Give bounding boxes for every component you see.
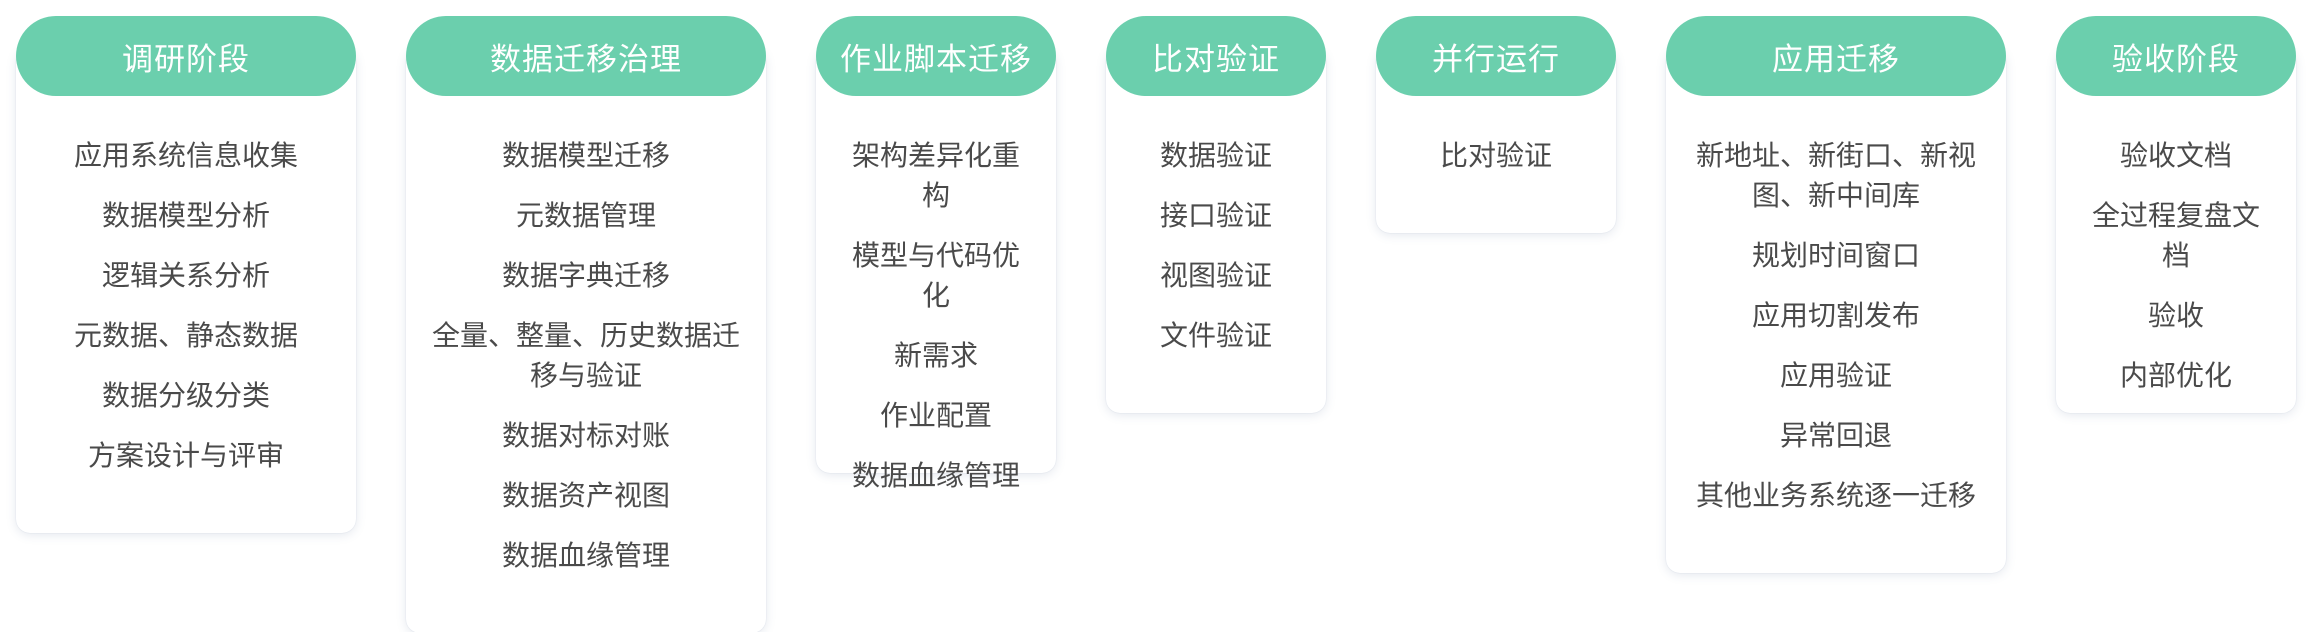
phase-task-item: 数据血缘管理 <box>501 539 670 572</box>
phase-task-item: 模型与代码优化 <box>851 239 1020 312</box>
phase-task-item: 逻辑关系分析 <box>101 259 270 292</box>
phase-task-list: 数据模型迁移元数据管理数据字典迁移全量、整量、历史数据迁移与验证数据对标对账数据… <box>406 136 766 596</box>
phase-task-item: 数据血缘管理 <box>851 459 1020 492</box>
phase-task-list: 验收文档全过程复盘文档验收内部优化 <box>2056 136 2296 416</box>
phase-task-item: 数据模型分析 <box>101 199 270 232</box>
phase-task-item: 元数据管理 <box>515 199 656 232</box>
phase-task-item: 数据对标对账 <box>501 419 670 452</box>
phase-task-item: 作业配置 <box>879 399 992 432</box>
phase-task-item: 应用系统信息收集 <box>73 139 298 172</box>
phase-task-item: 数据验证 <box>1159 139 1272 172</box>
phase-task-item: 全量、整量、历史数据迁移与验证 <box>432 319 741 392</box>
phase-task-list: 新地址、新街口、新视图、新中间库规划时间窗口应用切割发布应用验证异常回退其他业务… <box>1666 136 2006 536</box>
phase-task-list: 数据验证接口验证视图验证文件验证 <box>1106 136 1326 376</box>
phase-task-item: 文件验证 <box>1159 319 1272 352</box>
phase-task-item: 视图验证 <box>1159 259 1272 292</box>
phase-task-item: 元数据、静态数据 <box>73 319 298 352</box>
phase-header: 验收阶段 <box>2056 16 2296 96</box>
phase-header: 调研阶段 <box>16 16 356 96</box>
phase-task-item: 数据分级分类 <box>101 379 270 412</box>
phase-task-item: 内部优化 <box>2119 359 2232 392</box>
phase-task-item: 应用切割发布 <box>1751 299 1920 332</box>
phase-card <box>406 48 766 632</box>
phase-task-item: 新需求 <box>893 339 978 372</box>
phase-header: 比对验证 <box>1106 16 1326 96</box>
phase-task-item: 应用验证 <box>1779 359 1892 392</box>
phase-task-item: 数据模型迁移 <box>501 139 670 172</box>
phase-task-list: 比对验证 <box>1376 136 1616 196</box>
phase-header: 数据迁移治理 <box>406 16 766 96</box>
phase-card <box>1666 48 2006 573</box>
phase-task-item: 其他业务系统逐一迁移 <box>1695 479 1976 512</box>
phase-task-list: 架构差异化重构模型与代码优化新需求作业配置数据血缘管理 <box>816 136 1056 516</box>
phase-task-list: 应用系统信息收集数据模型分析逻辑关系分析元数据、静态数据数据分级分类方案设计与评… <box>16 136 356 496</box>
phase-task-item: 数据资产视图 <box>501 479 670 512</box>
phase-task-item: 比对验证 <box>1439 139 1552 172</box>
phase-card <box>1106 48 1326 413</box>
phase-task-item: 数据字典迁移 <box>501 259 670 292</box>
phase-task-item: 规划时间窗口 <box>1751 239 1920 272</box>
phase-task-item: 新地址、新街口、新视图、新中间库 <box>1695 139 1976 212</box>
phase-header: 并行运行 <box>1376 16 1616 96</box>
phase-task-item: 异常回退 <box>1779 419 1892 452</box>
phase-card <box>16 48 356 533</box>
phase-header: 作业脚本迁移 <box>816 16 1056 96</box>
phase-task-item: 全过程复盘文档 <box>2091 199 2260 272</box>
phase-header: 应用迁移 <box>1666 16 2006 96</box>
phase-task-item: 验收文档 <box>2119 139 2232 172</box>
phase-task-item: 方案设计与评审 <box>87 439 284 472</box>
phase-card <box>816 48 1056 473</box>
phase-task-item: 架构差异化重构 <box>851 139 1020 212</box>
phase-card <box>2056 48 2296 413</box>
phase-task-item: 接口验证 <box>1159 199 1272 232</box>
phase-task-item: 验收 <box>2147 299 2204 332</box>
